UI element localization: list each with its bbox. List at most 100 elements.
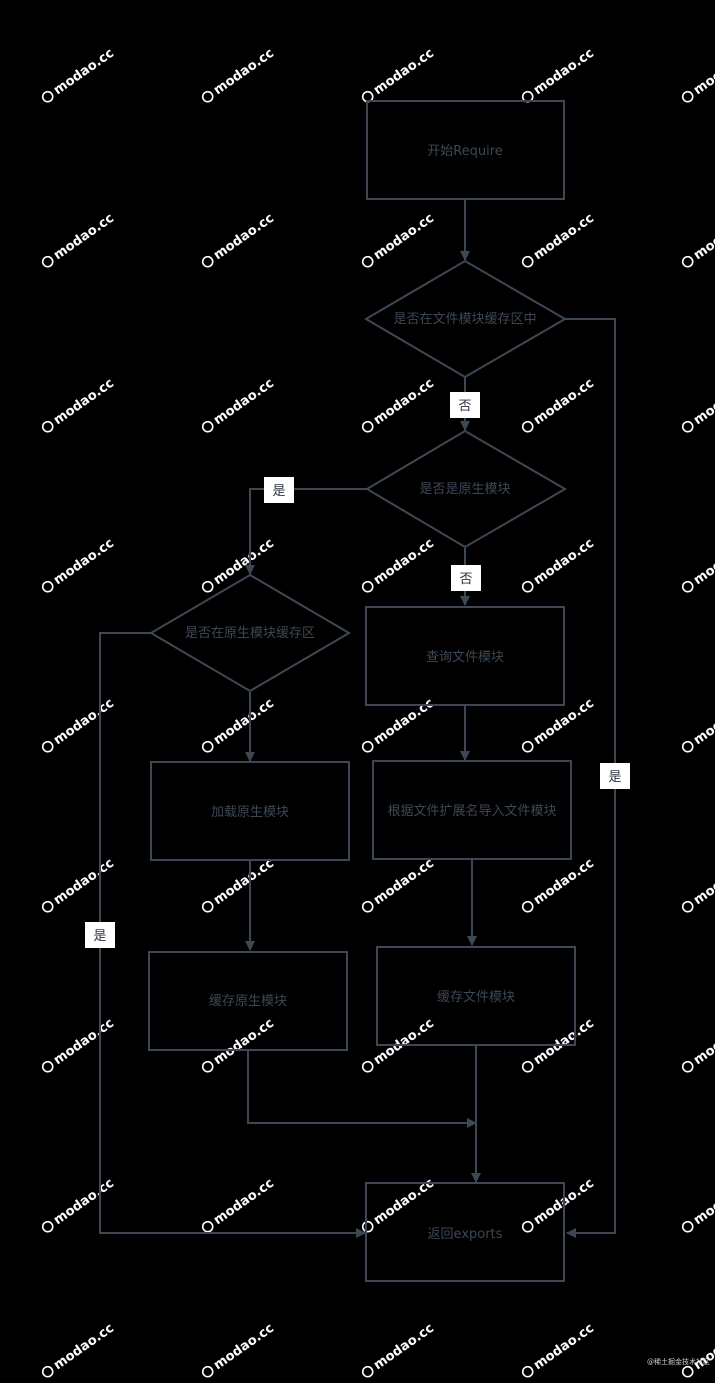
watermark-text: modao.cc [691,211,715,263]
node-cache-file-box [376,946,576,1046]
watermark-text: modao.cc [531,46,597,98]
watermark-logo-icon [361,420,374,433]
node-check-native-label: 是否是原生模块 [419,482,510,497]
watermark: modao.cc [361,536,437,593]
watermark-logo-icon [521,420,534,433]
watermark-text: modao.cc [51,1321,117,1373]
watermark-text: modao.cc [371,696,437,748]
watermark: modao.cc [41,856,117,913]
watermark-logo-icon [681,255,694,268]
watermark: modao.cc [681,46,715,103]
node-check-file-cache-diamond [364,259,567,379]
watermark-text: modao.cc [691,856,715,908]
edge-label-native-no-bg [451,565,481,591]
watermark: modao.cc [521,1321,597,1378]
watermark-logo-icon [681,1365,694,1378]
node-import-by-ext-label: 根据文件扩展名导入文件模块 [387,803,556,819]
watermark-text: modao.cc [211,46,277,98]
watermark-logo-icon [41,740,54,753]
watermark-text: modao.cc [211,211,277,263]
watermark-logo-icon [521,900,534,913]
watermark-logo-icon [201,420,214,433]
node-start-box [366,100,565,200]
watermark-text: modao.cc [531,211,597,263]
watermark-text: modao.cc [531,1016,597,1068]
watermark-logo-icon [201,1365,214,1378]
watermark-text: modao.cc [531,856,597,908]
watermark: modao.cc [361,856,437,913]
watermark-text: modao.cc [211,1016,277,1068]
node-load-native-label: 加载原生模块 [211,805,289,820]
edge-label-file-cache-no: 否 [458,399,471,414]
watermark-logo-icon [201,580,214,593]
watermark-text: modao.cc [211,1176,277,1228]
watermark-logo-icon [521,1220,534,1233]
watermark-text: modao.cc [531,536,597,588]
edge-cache-native-to-merge [247,1050,477,1128]
node-query-file-label: 查询文件模块 [426,650,504,665]
watermark-text: modao.cc [51,696,117,748]
watermark: modao.cc [361,1321,437,1378]
watermark: modao.cc [201,211,277,268]
footer-credit: @稀土掘金技术社区 [647,1357,710,1366]
watermark: modao.cc [201,1016,277,1073]
watermark-logo-icon [521,255,534,268]
watermark-logo-icon [361,1060,374,1073]
watermark-logo-icon [41,1365,54,1378]
node-check-file-cache-label: 是否在文件模块缓存区中 [393,312,536,327]
watermark-text: modao.cc [51,856,117,908]
watermark: modao.cc [361,211,437,268]
watermark-text: modao.cc [531,376,597,428]
watermark-logo-icon [41,420,54,433]
watermark: modao.cc [521,536,597,593]
watermark: modao.cc [41,536,117,593]
watermark-logo-icon [41,1220,54,1233]
watermark-text: modao.cc [531,1321,597,1373]
watermark: modao.cc [41,1321,117,1378]
watermark-logo-icon [681,580,694,593]
edge-label-file-cache-yes-bg [600,763,630,789]
watermark: modao.cc [41,46,117,103]
watermark-text: modao.cc [51,1016,117,1068]
watermark-logo-icon [201,740,214,753]
watermark-logo-icon [201,1220,214,1233]
edge-label-native-cache-yes: 是 [93,929,106,944]
node-load-native-box [150,761,350,861]
watermark-text: modao.cc [211,536,277,588]
node-check-native-diamond [365,429,567,549]
watermark-logo-icon [41,255,54,268]
watermark: modao.cc [201,376,277,433]
watermark-logo-icon [361,1365,374,1378]
edge-label-file-cache-yes: 是 [608,770,621,785]
watermark-logo-icon [41,90,54,103]
watermark-logo-icon [361,1220,374,1233]
watermark-logo-icon [201,900,214,913]
watermark-logo-icon [361,740,374,753]
watermark-logo-icon [361,900,374,913]
watermark: modao.cc [521,376,597,433]
watermark: modao.cc [41,1176,117,1233]
watermark: modao.cc [201,536,277,593]
watermark-text: modao.cc [211,856,277,908]
node-query-file-box [365,606,565,706]
watermark-logo-icon [41,580,54,593]
watermark-text: modao.cc [371,211,437,263]
watermark-text: modao.cc [51,536,117,588]
node-import-by-ext-box [372,760,572,860]
watermark-logo-icon [681,90,694,103]
watermark-layer: modao.cc modao.cc modao.cc modao.cc modao.cc… [41,46,715,1378]
watermark: modao.cc [521,856,597,913]
node-cache-native-label: 缓存原生模块 [209,994,287,1009]
watermark-logo-icon [521,1365,534,1378]
watermark-text: modao.cc [211,696,277,748]
node-check-native-cache-diamond [149,573,351,693]
watermark: modao.cc [681,376,715,433]
watermark-logo-icon [361,255,374,268]
watermark-logo-icon [521,740,534,753]
watermark-logo-icon [681,900,694,913]
watermark: modao.cc [681,1016,715,1073]
watermark-logo-icon [521,580,534,593]
watermark: modao.cc [361,376,437,433]
watermark: modao.cc [681,211,715,268]
